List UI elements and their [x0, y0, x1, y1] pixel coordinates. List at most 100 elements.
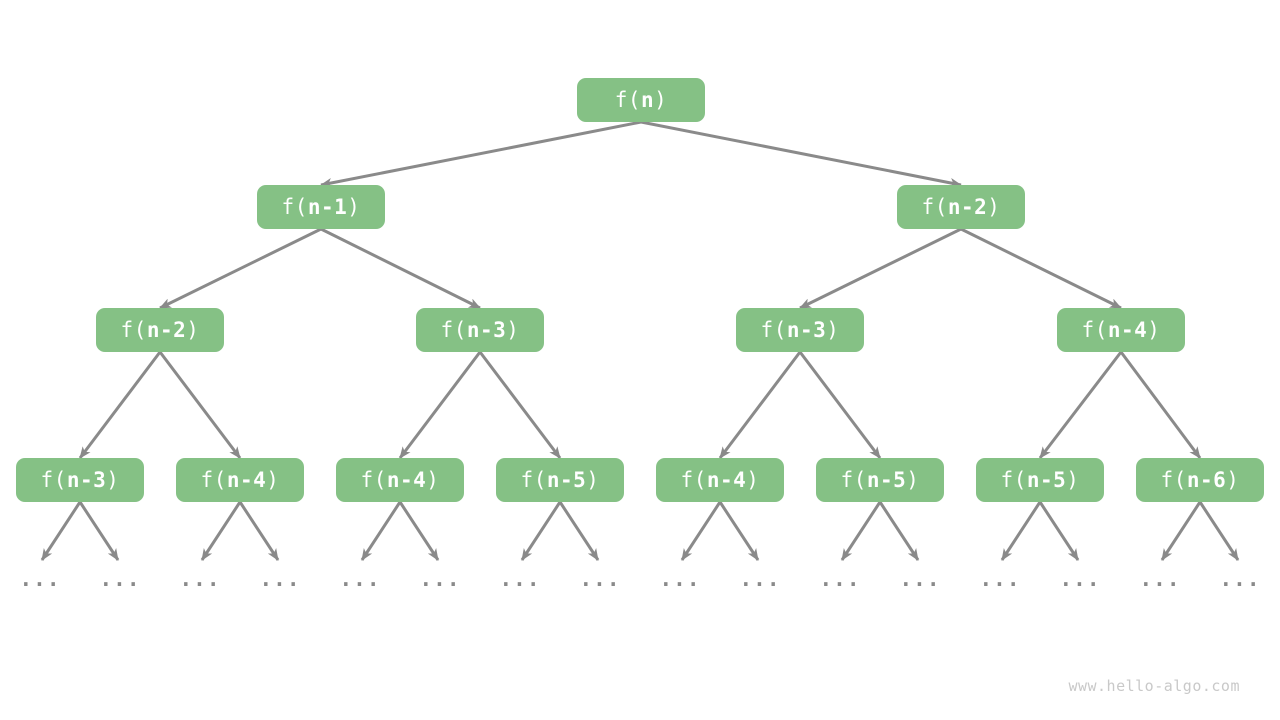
node-label-var: n-4: [1107, 318, 1148, 342]
node-label-var: n-2: [146, 318, 187, 342]
leaf-ellipsis: ...: [739, 567, 781, 591]
node-label-suffix: ): [826, 318, 840, 342]
edge-arrow: [1000, 501, 1042, 561]
leaf-ellipsis: ...: [499, 567, 541, 591]
node-label-prefix: f(: [840, 468, 867, 492]
edge-arrow: [718, 501, 760, 561]
node-label-prefix: f(: [1000, 468, 1027, 492]
node-label-var: n-4: [706, 468, 747, 492]
node-label-var: n-5: [546, 468, 587, 492]
node-label-prefix: f(: [921, 195, 948, 219]
node-label-var: n-3: [786, 318, 827, 342]
edge-arrow: [78, 351, 162, 459]
edge-arrow: [1119, 351, 1202, 459]
edge-arrow: [360, 501, 402, 561]
tree-node-13: f(n-5): [976, 458, 1104, 502]
node-label-suffix: ): [426, 468, 440, 492]
tree-node-12: f(n-5): [816, 458, 944, 502]
leaf-ellipsis: ...: [979, 567, 1021, 591]
edge-arrow: [1198, 501, 1240, 561]
tree-node-6: f(n-4): [1057, 308, 1185, 352]
edge-arrow: [640, 120, 962, 188]
edge-arrow: [159, 227, 322, 310]
node-label-var: n-3: [66, 468, 107, 492]
tree-node-14: f(n-6): [1136, 458, 1264, 502]
node-label-prefix: f(: [760, 318, 787, 342]
node-label-var: n-2: [947, 195, 988, 219]
leaf-ellipsis: ...: [899, 567, 941, 591]
edge-arrow: [840, 501, 882, 561]
leaf-ellipsis: ...: [659, 567, 701, 591]
node-label-suffix: ): [654, 88, 668, 112]
tree-node-0: f(n): [577, 78, 705, 122]
leaf-ellipsis: ...: [1139, 567, 1181, 591]
tree-node-9: f(n-4): [336, 458, 464, 502]
leaf-ellipsis: ...: [1059, 567, 1101, 591]
node-label-prefix: f(: [440, 318, 467, 342]
tree-node-11: f(n-4): [656, 458, 784, 502]
node-label-prefix: f(: [1081, 318, 1108, 342]
tree-node-7: f(n-3): [16, 458, 144, 502]
leaf-ellipsis: ...: [259, 567, 301, 591]
tree-node-1: f(n-1): [257, 185, 385, 229]
edge-arrow: [718, 351, 802, 459]
leaf-ellipsis: ...: [19, 567, 61, 591]
edge-arrow: [78, 501, 120, 561]
edge-arrow: [799, 227, 962, 310]
edge-arrow: [960, 227, 1122, 310]
leaf-ellipsis: ...: [99, 567, 141, 591]
node-label-suffix: ): [906, 468, 920, 492]
node-label-suffix: ): [746, 468, 760, 492]
node-label-prefix: f(: [520, 468, 547, 492]
leaf-ellipsis: ...: [819, 567, 861, 591]
edge-arrow: [680, 501, 722, 561]
edge-arrow: [320, 120, 642, 188]
edge-arrow: [558, 501, 600, 561]
tree-node-8: f(n-4): [176, 458, 304, 502]
node-label-prefix: f(: [200, 468, 227, 492]
edge-arrow: [238, 501, 280, 561]
edge-arrow: [878, 501, 920, 561]
tree-node-2: f(n-2): [897, 185, 1025, 229]
edge-arrow: [200, 501, 242, 561]
node-label-suffix: ): [106, 468, 120, 492]
node-label-prefix: f(: [120, 318, 147, 342]
leaf-ellipsis: ...: [1219, 567, 1261, 591]
node-label-suffix: ): [1226, 468, 1240, 492]
node-label-prefix: f(: [614, 88, 641, 112]
edge-arrow: [40, 501, 82, 561]
tree-node-4: f(n-3): [416, 308, 544, 352]
tree-node-10: f(n-5): [496, 458, 624, 502]
node-label-prefix: f(: [281, 195, 308, 219]
tree-node-3: f(n-2): [96, 308, 224, 352]
node-label-suffix: ): [586, 468, 600, 492]
node-label-var: n-1: [307, 195, 348, 219]
node-label-prefix: f(: [1160, 468, 1187, 492]
node-label-prefix: f(: [680, 468, 707, 492]
leaf-ellipsis: ...: [179, 567, 221, 591]
node-label-var: n-4: [226, 468, 267, 492]
node-label-var: n-5: [1026, 468, 1067, 492]
node-label-suffix: ): [347, 195, 361, 219]
edge-arrow: [398, 351, 482, 459]
watermark-text: www.hello-algo.com: [1068, 677, 1240, 695]
node-label-var: n-4: [386, 468, 427, 492]
edge-arrow: [478, 351, 562, 459]
node-label-prefix: f(: [40, 468, 67, 492]
node-label-suffix: ): [1066, 468, 1080, 492]
node-label-suffix: ): [186, 318, 200, 342]
leaf-ellipsis: ...: [339, 567, 381, 591]
node-label-suffix: ): [506, 318, 520, 342]
node-label-suffix: ): [266, 468, 280, 492]
leaf-ellipsis: ...: [579, 567, 621, 591]
tree-node-5: f(n-3): [736, 308, 864, 352]
node-label-suffix: ): [987, 195, 1001, 219]
edge-arrow: [320, 227, 481, 310]
node-label-var: n-5: [866, 468, 907, 492]
node-label-var: n-6: [1186, 468, 1227, 492]
edge-arrow: [520, 501, 562, 561]
leaf-ellipsis: ...: [419, 567, 461, 591]
node-label-suffix: ): [1147, 318, 1161, 342]
